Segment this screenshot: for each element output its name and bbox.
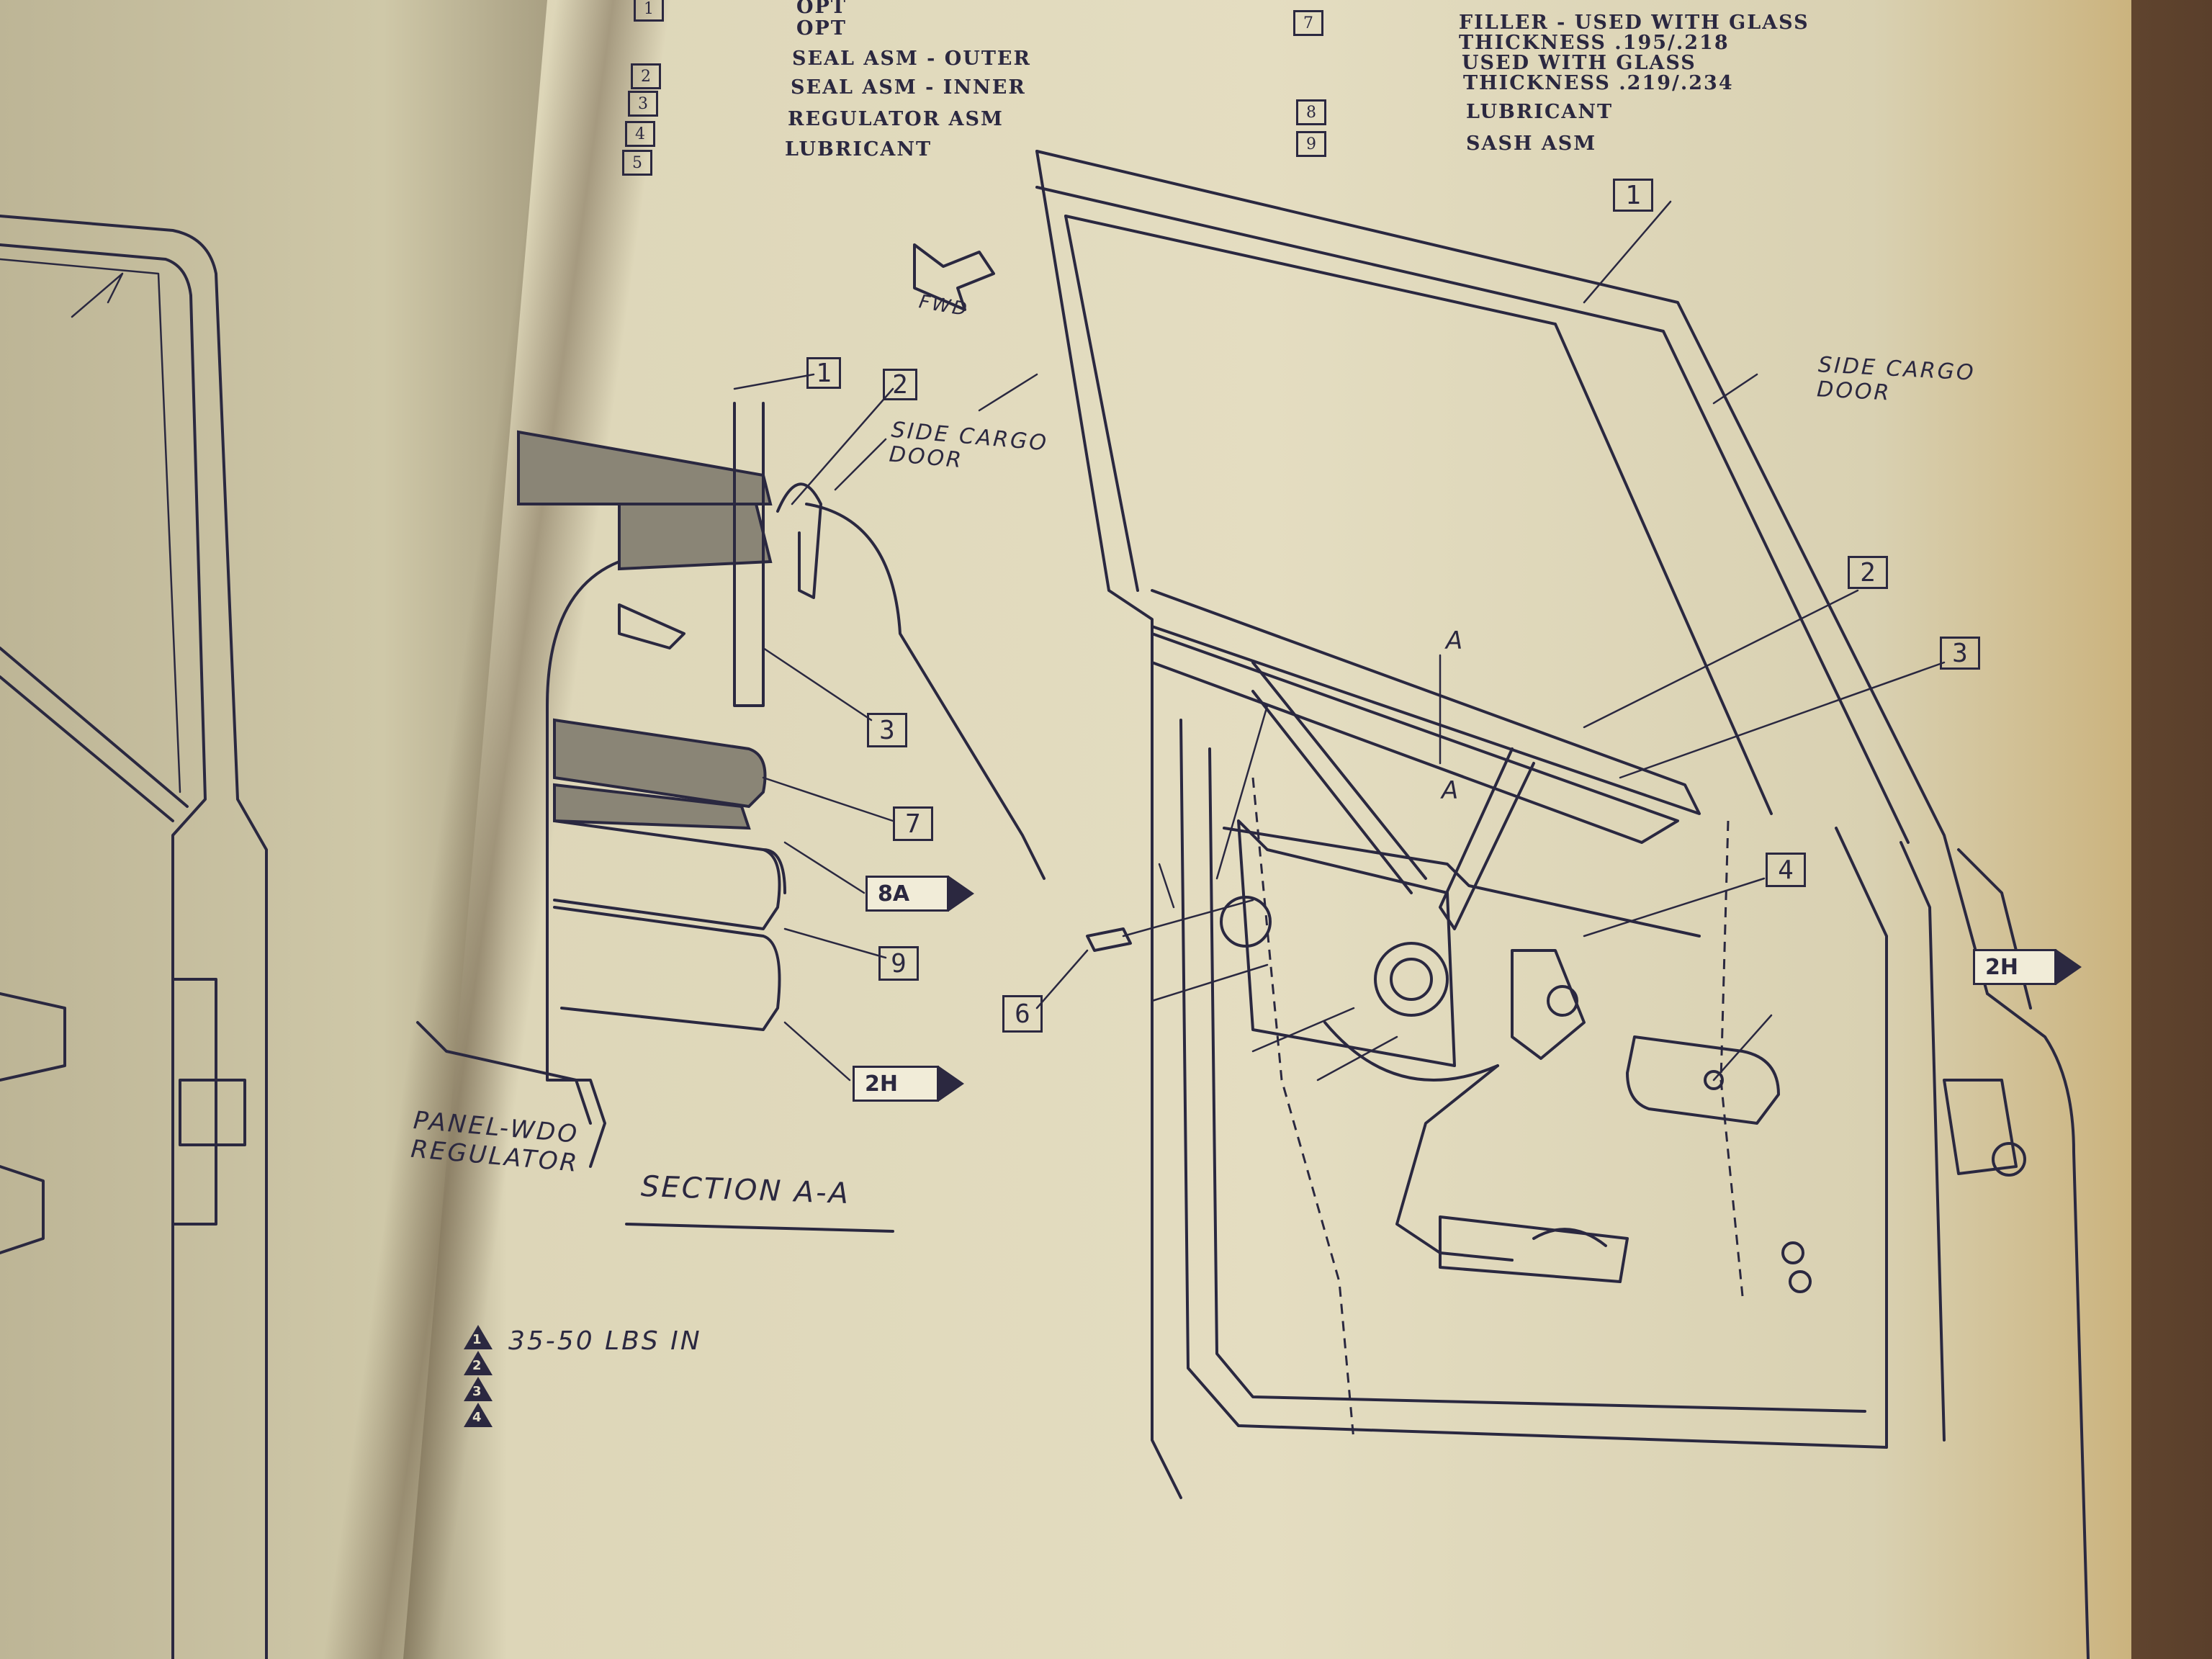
door-callout-3: 3 [1940, 637, 1980, 670]
legend-text-lubricant-left: LUBRICANT [785, 138, 932, 161]
legend-text-filler-4: THICKNESS .219/.234 [1463, 72, 1734, 94]
side-cargo-door-main-label: SIDE CARGO DOOR [1816, 352, 1977, 406]
section-title-underline [625, 1223, 894, 1233]
right-page [403, 0, 2131, 1659]
legend-text-seal-outer: SEAL ASM - OUTER [792, 48, 1031, 70]
legend-text-opt-2: OPT [796, 17, 847, 40]
section-callout-2: 2 [883, 369, 917, 400]
legend-number-7: 7 [1293, 10, 1323, 36]
door-callout-2: 2 [1848, 556, 1888, 589]
left-page-door-frame [0, 215, 268, 1659]
section-marker-a-bottom: A [1442, 776, 1461, 805]
legend-number-8: 8 [1296, 99, 1326, 125]
door-callout-6: 6 [1002, 995, 1043, 1033]
legend-number-3: 3 [628, 91, 658, 117]
section-callout-3: 3 [867, 713, 907, 747]
section-a-a-drawing [416, 373, 1046, 1168]
legend-text-filler-1: FILLER - USED WITH GLASS [1459, 12, 1809, 34]
tag-8a: 8A [866, 876, 974, 912]
torque-symbol-2: 2 [464, 1351, 493, 1375]
legend-text-lubricant-right: LUBRICANT [1466, 101, 1614, 123]
tag-2h-section: 2H [853, 1066, 964, 1102]
section-callout-7: 7 [893, 806, 933, 841]
legend-text-filler-3: USED WITH GLASS [1462, 52, 1696, 74]
legend-text-opt-1: OPT [796, 0, 847, 18]
torque-symbol-1: 1 [464, 1325, 493, 1349]
door-callout-4: 4 [1766, 853, 1806, 887]
torque-symbol-3: 3 [464, 1377, 493, 1401]
torque-spec-label: 35-50 LBS IN [508, 1326, 702, 1356]
torque-symbol-4: 4 [464, 1403, 493, 1427]
tag-2h-door: 2H [1973, 949, 2082, 985]
legend-text-regulator: REGULATOR ASM [788, 108, 1004, 130]
door-callout-1: 1 [1613, 179, 1653, 212]
fwd-arrow [913, 243, 995, 311]
legend-text-sash: SASH ASM [1466, 132, 1597, 155]
section-callout-9: 9 [878, 946, 919, 981]
legend-number-9: 9 [1296, 131, 1326, 157]
section-marker-a-top: A [1446, 626, 1465, 655]
legend-number-5: 5 [622, 150, 652, 176]
legend-number-1: 1 [634, 0, 664, 22]
section-callout-1: 1 [806, 357, 841, 389]
legend-number-4: 4 [625, 121, 655, 147]
legend-text-filler-2: THICKNESS .195/.218 [1459, 32, 1730, 54]
legend-number-2: 2 [631, 63, 661, 89]
legend-text-seal-inner: SEAL ASM - INNER [791, 76, 1026, 99]
